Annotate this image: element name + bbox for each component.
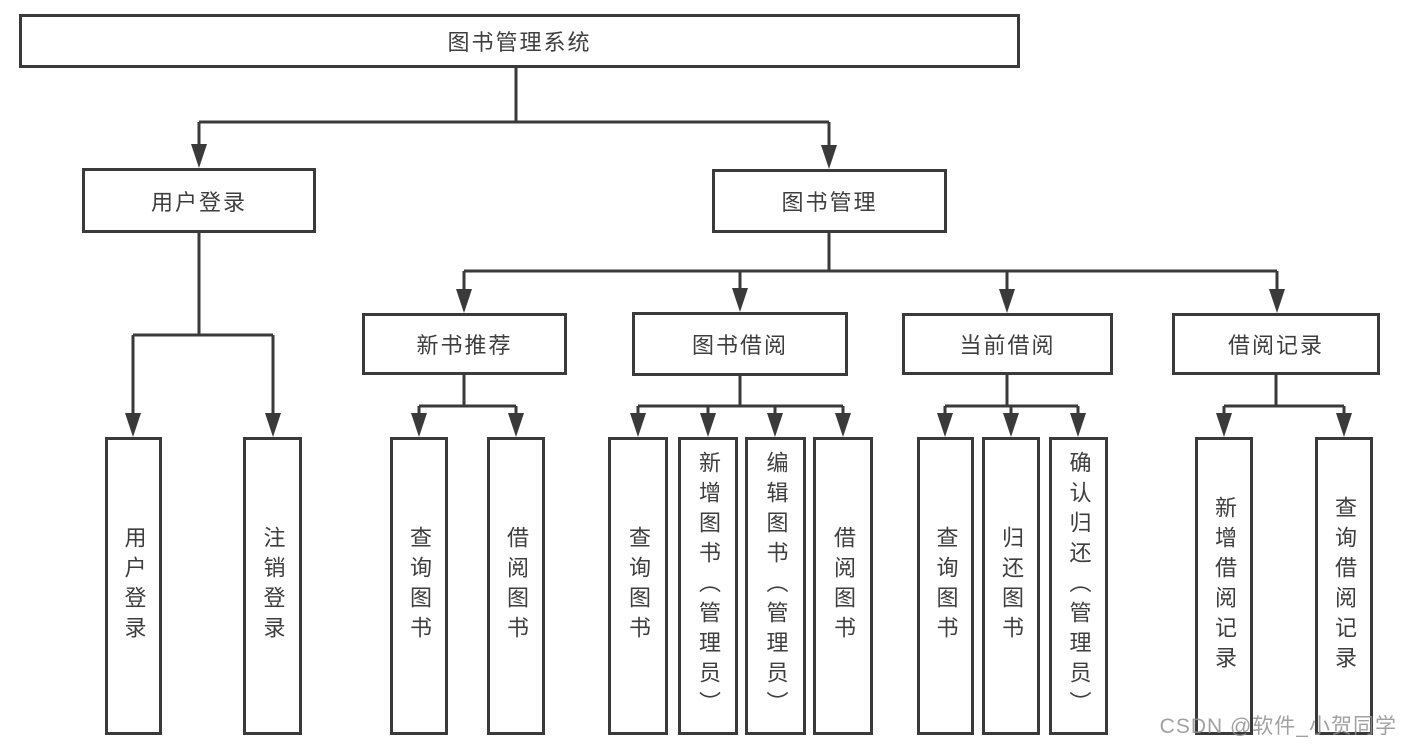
connector-current-borrow-branch — [943, 375, 1080, 415]
leaf-borrow-books-recommend: 借阅图书 — [487, 437, 545, 735]
node-borrow-records: 借阅记录 — [1172, 313, 1380, 375]
arrow-down-icon — [265, 413, 281, 437]
leaf-add-borrow-record: 新增借阅记录 — [1195, 437, 1253, 735]
leaf-logout-label: 注销登录 — [260, 526, 286, 646]
leaf-query-borrow-record-label: 查询借阅记录 — [1332, 496, 1357, 676]
leaf-confirm-return-admin-label: 确认归还（管理员） — [1066, 451, 1092, 721]
arrow-down-icon — [1336, 413, 1352, 437]
leaf-borrow-books: 借阅图书 — [813, 437, 873, 735]
node-new-book-recommend-label: 新书推荐 — [416, 333, 513, 358]
connector-borrow-records-branch — [1222, 375, 1346, 415]
node-user-login: 用户登录 — [82, 168, 316, 233]
node-user-login-label: 用户登录 — [150, 189, 247, 215]
leaf-edit-books-admin-label: 编辑图书（管理员） — [763, 451, 789, 721]
leaf-query-books-current: 查询图书 — [917, 437, 974, 735]
arrow-down-icon — [1070, 413, 1086, 437]
arrow-down-icon — [1003, 413, 1019, 437]
arrow-down-icon — [125, 413, 141, 437]
leaf-confirm-return-admin: 确认归还（管理员） — [1049, 437, 1108, 735]
connector-group — [131, 68, 1346, 415]
node-current-borrow: 当前借阅 — [902, 313, 1113, 375]
leaf-add-borrow-record-label: 新增借阅记录 — [1212, 496, 1237, 676]
arrow-down-icon — [1269, 289, 1285, 313]
arrow-down-icon — [1216, 413, 1232, 437]
leaf-return-books: 归还图书 — [982, 437, 1040, 735]
leaf-logout: 注销登录 — [243, 437, 302, 735]
leaf-add-books-admin-label: 新增图书（管理员） — [696, 451, 721, 721]
arrow-down-icon — [835, 413, 851, 437]
leaf-add-books-admin: 新增图书（管理员） — [678, 437, 738, 735]
leaf-user-login-label: 用户登录 — [121, 526, 147, 646]
arrow-down-icon — [700, 413, 716, 437]
node-new-book-recommend: 新书推荐 — [362, 313, 567, 375]
node-current-borrow-label: 当前借阅 — [959, 333, 1056, 358]
connector-new-book-branch — [417, 375, 518, 415]
leaf-query-books-recommend-label: 查询图书 — [407, 526, 432, 646]
arrow-down-icon — [411, 413, 427, 437]
node-book-management: 图书管理 — [712, 169, 947, 233]
arrow-down-icon — [732, 288, 748, 312]
node-root: 图书管理系统 — [19, 14, 1020, 68]
leaf-borrow-books-label: 借阅图书 — [831, 526, 856, 646]
node-book-borrow-label: 图书借阅 — [691, 333, 788, 358]
leaf-borrow-books-recommend-label: 借阅图书 — [504, 526, 529, 646]
leaf-query-books-recommend: 查询图书 — [390, 437, 448, 735]
connector-book-borrow-branch — [636, 376, 845, 415]
arrow-down-icon — [999, 289, 1015, 313]
connector-book-management-branch — [462, 233, 1279, 291]
node-book-management-label: 图书管理 — [781, 190, 878, 215]
arrow-down-icon — [456, 289, 472, 313]
arrow-down-icon — [767, 413, 783, 437]
leaf-edit-books-admin: 编辑图书（管理员） — [745, 437, 806, 735]
node-root-label: 图书管理系统 — [447, 30, 592, 55]
leaf-user-login: 用户登录 — [105, 437, 162, 735]
leaf-query-books-current-label: 查询图书 — [933, 526, 959, 646]
connector-user-login-branch — [131, 233, 275, 415]
leaf-query-books-borrow-label: 查询图书 — [626, 526, 651, 646]
leaf-query-books-borrow: 查询图书 — [608, 437, 668, 735]
leaf-query-borrow-record: 查询借阅记录 — [1315, 437, 1373, 735]
arrow-down-icon — [508, 413, 524, 437]
arrow-down-icon — [191, 144, 207, 168]
arrow-down-icon — [821, 145, 837, 169]
node-borrow-records-label: 借阅记录 — [1227, 333, 1324, 358]
leaf-return-books-label: 归还图书 — [999, 526, 1024, 646]
arrow-down-icon — [630, 413, 646, 437]
node-book-borrow: 图书借阅 — [632, 312, 848, 376]
arrow-down-icon — [937, 413, 953, 437]
arrowhead-group — [125, 144, 1352, 437]
